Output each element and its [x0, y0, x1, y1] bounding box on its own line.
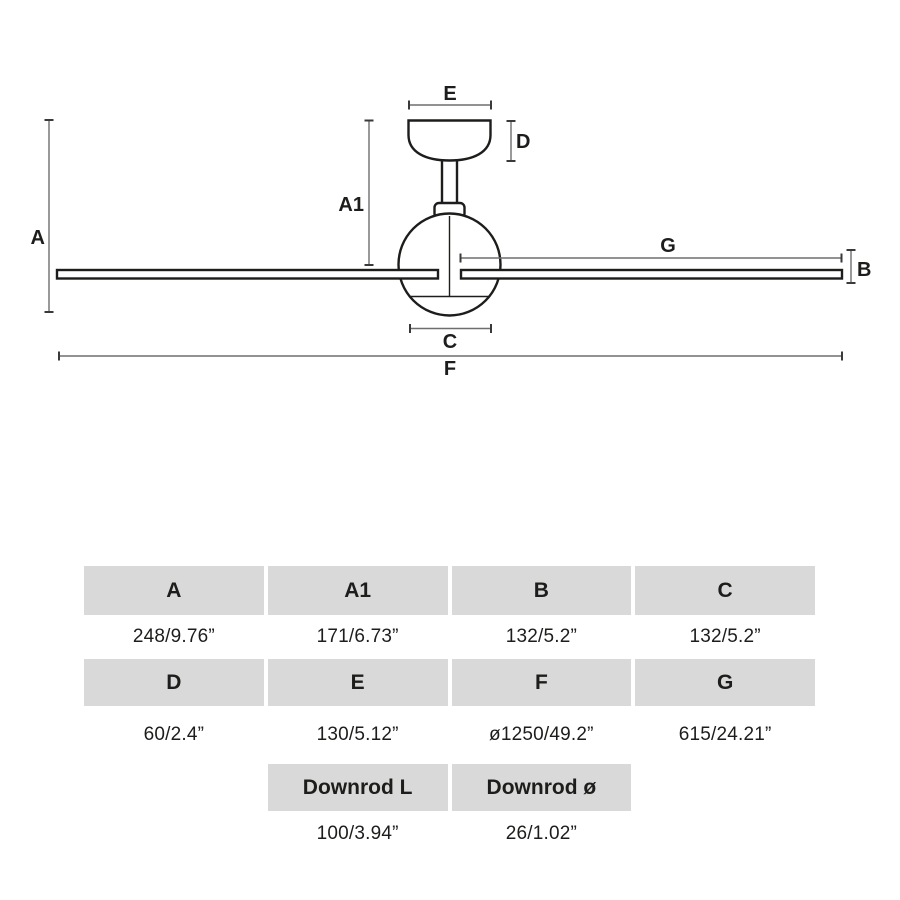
fan-canopy: [407, 119, 492, 162]
dim-label-D: D: [516, 131, 530, 153]
dim-A1: A1: [338, 119, 374, 266]
dim-E: E: [408, 83, 492, 110]
spec-value-A: 248/9.76”: [84, 615, 264, 659]
fan-blade-right: [459, 268, 844, 280]
fan-downrod: [440, 154, 459, 206]
spec-value-downrod-length: 100/3.94”: [267, 811, 448, 857]
dim-D: D: [506, 120, 530, 162]
spec-value-G: 615/24.21”: [635, 706, 815, 764]
dim-label-E: E: [443, 83, 456, 105]
spec-value-D: 60/2.4”: [84, 706, 264, 764]
spec-spacer: [84, 811, 264, 857]
fan-blade-left: [55, 268, 440, 280]
spec-header-G: G: [635, 659, 815, 706]
spec-value-downrod-diameter: 26/1.02”: [451, 811, 632, 857]
dim-label-C: C: [443, 331, 457, 353]
dim-B: B: [846, 249, 871, 284]
dim-label-A: A: [31, 227, 45, 249]
spec-value-F: ø1250/49.2”: [451, 706, 632, 764]
spec-header-downrod-length: Downrod L: [267, 764, 448, 811]
dim-C: C: [409, 324, 492, 353]
spec-header-A1: A1: [267, 566, 448, 615]
spec-spacer: [84, 764, 264, 811]
dim-label-B: B: [857, 259, 871, 281]
dim-label-G: G: [660, 235, 676, 257]
spec-header-F: F: [451, 659, 632, 706]
fan-dimension-diagram: E D A A1 G: [31, 83, 872, 380]
spec-header-E: E: [267, 659, 448, 706]
spec-header-downrod-diameter: Downrod ø: [451, 764, 632, 811]
spec-header-A: A: [84, 566, 264, 615]
spec-header-B: B: [451, 566, 632, 615]
spec-header-C: C: [635, 566, 815, 615]
spec-spacer: [635, 764, 815, 811]
spec-value-E: 130/5.12”: [267, 706, 448, 764]
spec-value-A1: 171/6.73”: [267, 615, 448, 659]
dim-F: F: [58, 351, 843, 380]
spec-value-C: 132/5.2”: [635, 615, 815, 659]
spec-header-D: D: [84, 659, 264, 706]
spec-table: A A1 B C 248/9.76” 171/6.73” 132/5.2” 13…: [84, 566, 815, 857]
spec-value-B: 132/5.2”: [451, 615, 632, 659]
spec-spacer: [635, 811, 815, 857]
dim-label-F: F: [444, 358, 456, 380]
dim-A: A: [31, 119, 54, 313]
dim-label-A1: A1: [338, 194, 364, 216]
dim-G: G: [459, 235, 843, 263]
